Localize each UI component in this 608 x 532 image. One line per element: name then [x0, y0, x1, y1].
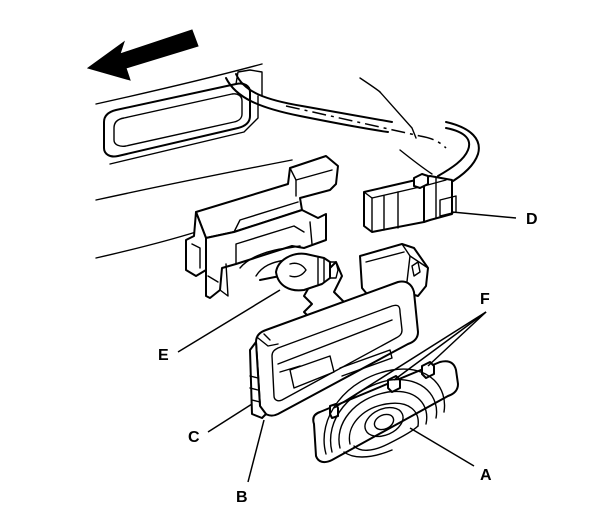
callout-b: B — [236, 489, 248, 506]
leader-b — [247, 419, 265, 483]
callout-c: C — [188, 429, 200, 446]
connector — [363, 173, 457, 233]
leader-d — [451, 211, 517, 219]
direction-arrow-icon — [86, 29, 199, 81]
leader-f-1 — [333, 311, 487, 409]
alignment-line — [285, 105, 447, 149]
body-panel — [95, 63, 433, 259]
leader-lines — [177, 211, 517, 483]
leader-f-3 — [427, 311, 487, 367]
lens — [312, 360, 459, 464]
callout-a: A — [480, 467, 492, 484]
wire-harness — [225, 73, 480, 185]
leader-f-2 — [393, 311, 487, 381]
leader-a — [409, 427, 475, 467]
callout-d: D — [526, 211, 538, 228]
body-opening — [103, 69, 263, 165]
callout-f: F — [480, 291, 490, 308]
leader-e — [177, 289, 281, 353]
lens-holder — [249, 280, 419, 419]
bulb — [275, 252, 339, 292]
callout-e: E — [158, 347, 169, 364]
leader-c — [207, 403, 253, 433]
lamp-housing — [185, 155, 345, 345]
